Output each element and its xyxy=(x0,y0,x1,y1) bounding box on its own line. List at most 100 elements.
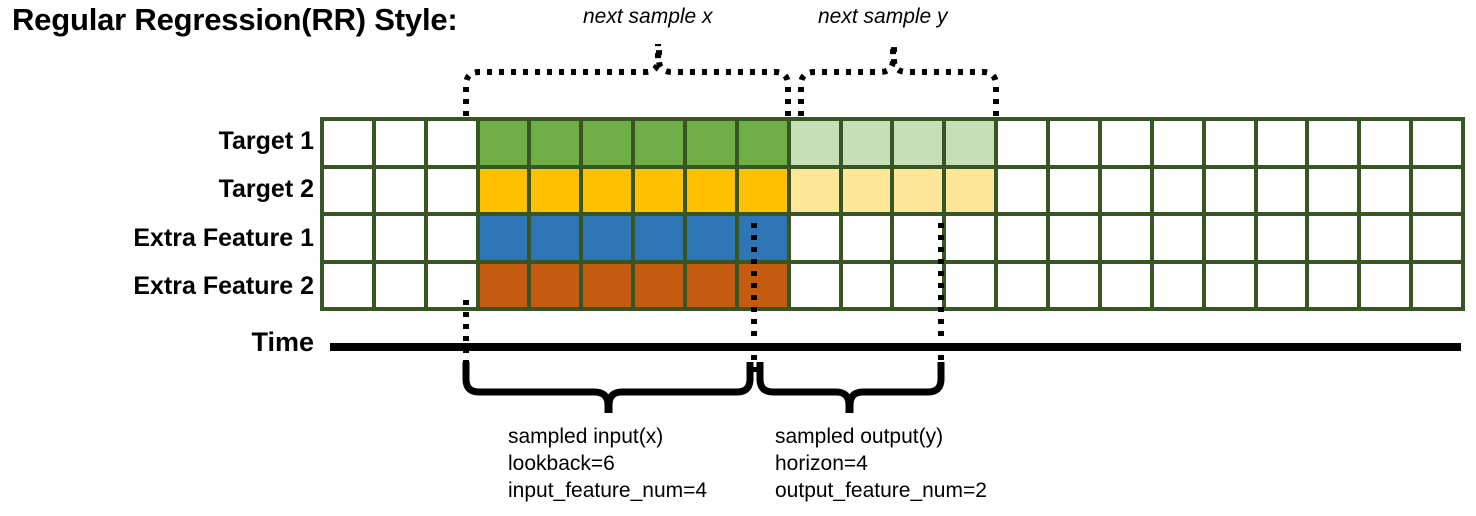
row-label-target-2: Target 2 xyxy=(218,175,314,203)
grid-cell-r4-c17 xyxy=(1153,263,1202,307)
grid-cell-r2-c3 xyxy=(427,168,476,212)
grid-cell-r3-c9 xyxy=(738,216,787,260)
annotation-next-sample-y: next sample y xyxy=(818,5,948,28)
grid-cell-r1-c5 xyxy=(531,121,580,165)
grid-cell-r3-c17 xyxy=(1153,216,1202,260)
grid-cell-r1-c13 xyxy=(946,121,995,165)
grid-cell-r4-c19 xyxy=(1257,263,1306,307)
grid-cell-r2-c6 xyxy=(583,168,632,212)
grid-cell-r2-c8 xyxy=(687,168,735,212)
grid-cell-r1-c10 xyxy=(790,121,839,165)
time-axis-label: Time xyxy=(251,327,314,357)
grid-cell-r3-c16 xyxy=(1101,216,1150,260)
grid-cell-r4-c22 xyxy=(1413,263,1461,307)
grid-cell-r1-c15 xyxy=(1050,121,1098,165)
grid-cell-r1-c6 xyxy=(583,121,632,165)
grid-cell-r1-c20 xyxy=(1309,121,1358,165)
grid-cell-r1-c9 xyxy=(738,121,787,165)
grid-cell-r3-c18 xyxy=(1205,216,1254,260)
grid-cell-r2-c16 xyxy=(1101,168,1150,212)
grid-cell-r4-c7 xyxy=(635,263,684,307)
grid-cell-r4-c15 xyxy=(1050,263,1098,307)
grid-cell-r3-c13 xyxy=(946,216,995,260)
grid-cell-r3-c6 xyxy=(583,216,632,260)
grid-cell-r3-c21 xyxy=(1361,216,1410,260)
grid-cell-r3-c14 xyxy=(998,216,1047,260)
grid-cell-r3-c15 xyxy=(1050,216,1098,260)
grid-cell-r1-c19 xyxy=(1257,121,1306,165)
grid-cell-r2-c7 xyxy=(635,168,684,212)
brace-top-next-sample-x xyxy=(463,44,791,116)
grid-cell-r4-c16 xyxy=(1101,263,1150,307)
grid-cell-r4-c20 xyxy=(1309,263,1358,307)
grid-cell-r1-c14 xyxy=(998,121,1047,165)
grid-cell-r3-c19 xyxy=(1257,216,1306,260)
grid-cell-r3-c5 xyxy=(531,216,580,260)
grid-cell-r2-c15 xyxy=(1050,168,1098,212)
grid-cell-r2-c22 xyxy=(1413,168,1461,212)
grid-cell-r3-c12 xyxy=(894,216,943,260)
brace-top-next-sample-y xyxy=(798,44,999,116)
grid-cell-r1-c12 xyxy=(894,121,943,165)
grid-cell-r1-c1 xyxy=(324,121,372,165)
grid-cell-r1-c8 xyxy=(687,121,735,165)
brace-bottom-sampled-input xyxy=(462,362,754,413)
annotation-sampled-output: sampled output(y) horizon=4 output_featu… xyxy=(775,424,987,505)
grid-cell-r1-c4 xyxy=(479,121,528,165)
grid-cell-r2-c2 xyxy=(375,168,424,212)
grid-cell-r3-c1 xyxy=(324,216,372,260)
grid-cell-r2-c19 xyxy=(1257,168,1306,212)
grid-cell-r4-c10 xyxy=(790,263,839,307)
grid-cell-r1-c7 xyxy=(635,121,684,165)
grid-cell-r2-c21 xyxy=(1361,168,1410,212)
grid-cell-r4-c11 xyxy=(842,263,891,307)
grid-cell-r1-c17 xyxy=(1153,121,1202,165)
grid-cell-r2-c1 xyxy=(324,168,372,212)
annotation-next-sample-x: next sample x xyxy=(583,5,713,28)
grid-cell-r4-c14 xyxy=(998,263,1047,307)
grid-cell-r3-c2 xyxy=(375,216,424,260)
grid-cell-r4-c21 xyxy=(1361,263,1410,307)
grid-cell-r3-c11 xyxy=(842,216,891,260)
grid-cell-r4-c2 xyxy=(375,263,424,307)
grid-cell-r2-c5 xyxy=(531,168,580,212)
row-label-extra-feature-2: Extra Feature 2 xyxy=(133,272,314,300)
sampled-output-feature-num: output_feature_num=2 xyxy=(775,478,987,502)
grid-cell-r4-c13 xyxy=(946,263,995,307)
grid-cell-r4-c18 xyxy=(1205,263,1254,307)
row-label-extra-feature-1: Extra Feature 1 xyxy=(133,224,314,252)
grid-cell-r3-c7 xyxy=(635,216,684,260)
grid-cell-r3-c10 xyxy=(790,216,839,260)
grid-cell-r2-c12 xyxy=(894,168,943,212)
grid-cell-r2-c13 xyxy=(946,168,995,212)
grid-cell-r4-c4 xyxy=(479,263,528,307)
sampled-input-lookback: lookback=6 xyxy=(508,451,615,475)
grid-cell-r2-c20 xyxy=(1309,168,1358,212)
grid-cell-r1-c11 xyxy=(842,121,891,165)
grid-cell-r3-c22 xyxy=(1413,216,1461,260)
grid-cell-r2-c14 xyxy=(998,168,1047,212)
grid-cell-r1-c16 xyxy=(1101,121,1150,165)
grid-cell-r4-c6 xyxy=(583,263,632,307)
grid-cell-r4-c3 xyxy=(427,263,476,307)
grid-cell-r4-c5 xyxy=(531,263,580,307)
grid-cell-r2-c18 xyxy=(1205,168,1254,212)
grid-cell-r1-c22 xyxy=(1413,121,1461,165)
grid-cell-r1-c3 xyxy=(427,121,476,165)
grid-cell-r1-c2 xyxy=(375,121,424,165)
grid-cell-r4-c9 xyxy=(738,263,787,307)
annotation-sampled-input: sampled input(x) lookback=6 input_featur… xyxy=(508,424,707,505)
grid-cell-r4-c1 xyxy=(324,263,372,307)
page-title: Regular Regression(RR) Style: xyxy=(12,2,458,37)
grid-cell-r3-c8 xyxy=(687,216,735,260)
grid-cell-r3-c4 xyxy=(479,216,528,260)
grid-cell-r2-c4 xyxy=(479,168,528,212)
sampled-output-horizon: horizon=4 xyxy=(775,451,868,475)
grid-cell-r2-c17 xyxy=(1153,168,1202,212)
sampled-input-feature-num: input_feature_num=4 xyxy=(508,478,708,502)
grid-cell-r1-c21 xyxy=(1361,121,1410,165)
grid-cell-r4-c12 xyxy=(894,263,943,307)
grid-cell-r2-c11 xyxy=(842,168,891,212)
grid-cell-r1-c18 xyxy=(1205,121,1254,165)
